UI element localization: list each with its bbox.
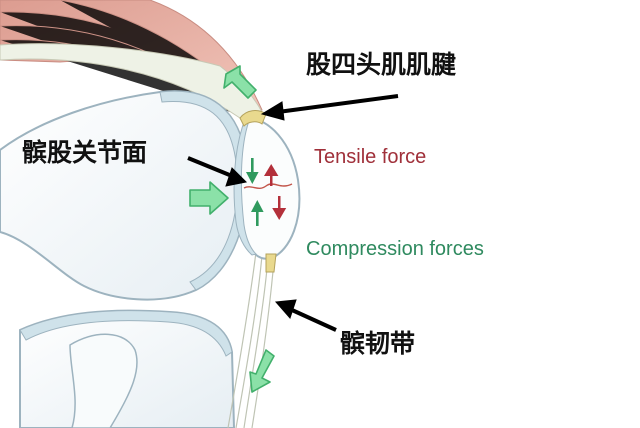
tendon-insertion-top — [239, 110, 267, 127]
pointer-arrow-icon — [274, 299, 337, 332]
stress-line — [243, 183, 293, 189]
green-arrow-icon — [251, 200, 264, 226]
green-arrow-icon — [249, 349, 275, 393]
label-tensile-force: Tensile force — [314, 146, 427, 168]
green-arrow-icon — [223, 65, 257, 99]
label-quadriceps-tendon: 股四头肌肌腱 — [306, 50, 457, 79]
label-patellar-ligament: 髌韧带 — [340, 329, 416, 358]
green-arrow-icon — [246, 158, 259, 184]
fibula-contour — [69, 333, 138, 428]
tendon-insertion-bottom — [265, 253, 277, 273]
label-patellofemoral-surface: 髌股关节面 — [22, 138, 148, 167]
tibial-plateau — [19, 310, 233, 357]
red-arrow-icon — [264, 164, 279, 186]
red-arrow-icon — [272, 196, 287, 220]
green-arrow-icon — [189, 181, 229, 215]
label-compression-forces: Compression forces — [306, 238, 484, 260]
patellar-ligament — [227, 251, 275, 428]
pointer-arrow-icon — [187, 156, 248, 187]
pointer-arrow-icon — [260, 94, 399, 121]
femoral-cartilage — [159, 90, 248, 291]
patella — [237, 116, 301, 260]
